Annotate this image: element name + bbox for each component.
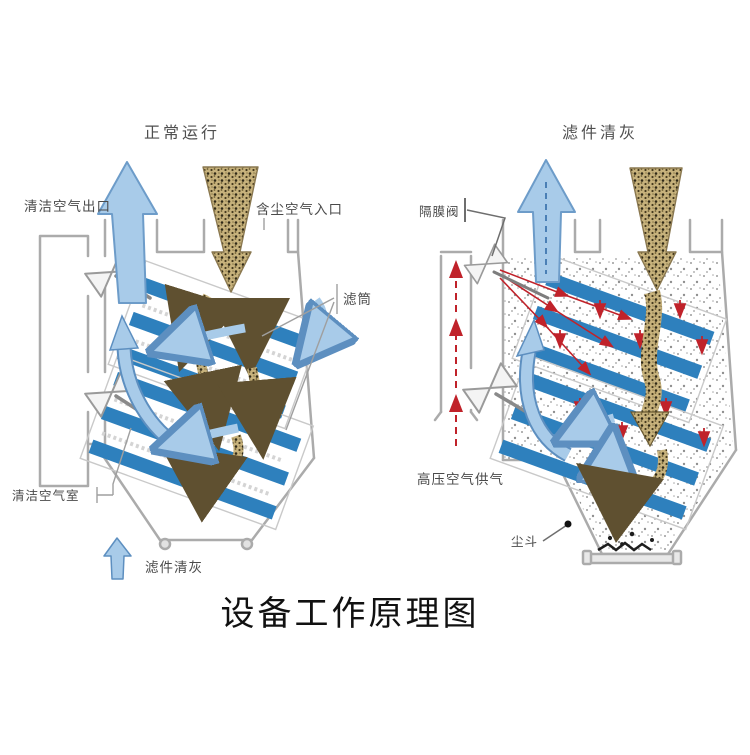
- filter-cartridge-stripe: [88, 439, 277, 520]
- filter-cleaning-caption: 滤件清灰: [145, 560, 203, 575]
- hopper-foot: [240, 537, 254, 551]
- top-channel: [573, 218, 602, 254]
- hopper-foot: [158, 537, 172, 551]
- hopper-up-arrow: [103, 537, 132, 580]
- dusty-air-inlet-arrow: [629, 167, 683, 291]
- diaphragm-valve-icon: [463, 243, 550, 300]
- dust-fall-column: [575, 289, 671, 543]
- clean-air-outlet-label: 清洁空气出口: [24, 199, 111, 214]
- page-title: 设备工作原理图: [220, 595, 480, 633]
- hopper-flange: [581, 549, 593, 566]
- dusty-air-inlet-label: 含尘空气入口: [256, 202, 343, 217]
- clean-air-chamber-wall: [38, 234, 90, 488]
- left-diagram-title: 正常运行: [144, 124, 220, 142]
- hopper-outline: [86, 442, 316, 542]
- clean-air-curved-arrow: [515, 317, 572, 462]
- left-leader-lines: [96, 218, 338, 503]
- dusty-air-inlet-arrow: [202, 166, 259, 293]
- hopper-discharge-bar: [586, 552, 678, 565]
- top-right-channel: [688, 218, 724, 254]
- top-right-stub: [286, 218, 300, 254]
- left-diagram: 正常运行 清洁空气出口 含尘空气入口 滤筒 清洁空气室 滤件清灰: [12, 124, 372, 580]
- right-leader-lines: [464, 198, 572, 542]
- right-diagram: 滤件清灰 隔膜阀 高压空气供气 尘斗: [417, 124, 738, 566]
- diaphragm-valve-label: 隔膜阀: [419, 205, 460, 219]
- dust-pile: [597, 531, 654, 552]
- dust-hopper-label: 尘斗: [511, 535, 538, 549]
- box-right-wall: [720, 250, 738, 452]
- red-air-pulse: [449, 260, 711, 448]
- hopper-flange: [671, 549, 683, 566]
- top-channel: [155, 218, 206, 254]
- right-diagram-title: 滤件清灰: [562, 124, 638, 142]
- high-pressure-air-label: 高压空气供气: [417, 471, 504, 487]
- pulse-arrows-on-filters: [553, 300, 711, 448]
- clean-air-up-arrow: [97, 161, 158, 304]
- clean-air-up-arrow: [517, 159, 576, 283]
- left-housing: [38, 218, 316, 551]
- clean-air-chamber-label: 清洁空气室: [12, 488, 80, 503]
- filter-cartridge-label: 滤筒: [343, 291, 372, 307]
- clean-airflow-arrows: [172, 297, 323, 443]
- pulse-jet-lines: [499, 269, 633, 376]
